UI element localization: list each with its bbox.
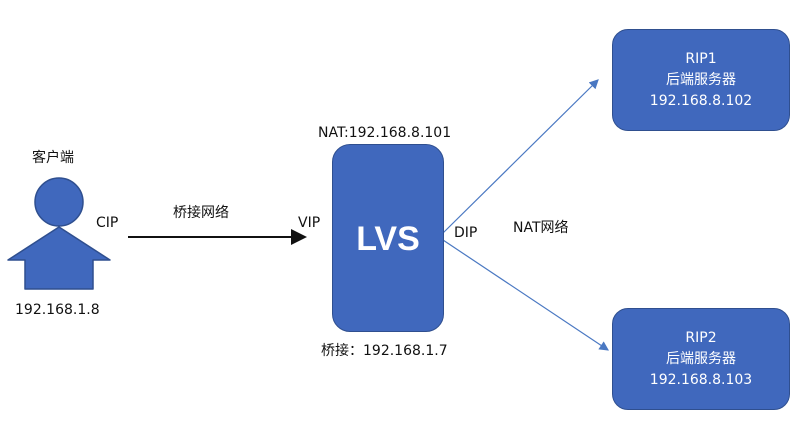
client-ip: 192.168.1.8 [15, 302, 100, 318]
server-rip2-name: RIP2 [685, 330, 717, 346]
client-person-icon [7, 177, 111, 290]
lvs-node: LVS [332, 144, 444, 332]
lvs-dip-label: DIP [454, 225, 478, 241]
lvs-bridge-ip-prefix: 桥接： [321, 343, 363, 359]
server-rip1-ip: 192.168.8.102 [649, 93, 753, 109]
server-rip2-role: 后端服务器 [666, 351, 736, 367]
lvs-name: LVS [356, 220, 420, 258]
server-rip1-name: RIP1 [685, 51, 717, 67]
server-rip1: RIP1 后端服务器 192.168.8.102 [612, 29, 790, 131]
nat-arrow-to-rip1 [442, 79, 599, 234]
lvs-bridge-ip: 192.168.1.7 [363, 343, 448, 359]
nat-network-label: NAT网络 [513, 220, 569, 236]
server-rip2-ip: 192.168.8.103 [649, 372, 753, 388]
server-rip2: RIP2 后端服务器 192.168.8.103 [612, 308, 790, 410]
client-title: 客户端 [32, 150, 74, 166]
bridge-network-label: 桥接网络 [173, 205, 229, 221]
lvs-bridge-ip-line: 桥接：192.168.1.7 [321, 343, 448, 359]
nat-arrow-to-rip2 [442, 239, 609, 351]
lvs-nat-ip-label: NAT:192.168.8.101 [318, 125, 452, 141]
lvs-vip-label: VIP [298, 215, 321, 231]
client-port-label: CIP [96, 215, 119, 231]
server-rip1-role: 后端服务器 [666, 72, 736, 88]
